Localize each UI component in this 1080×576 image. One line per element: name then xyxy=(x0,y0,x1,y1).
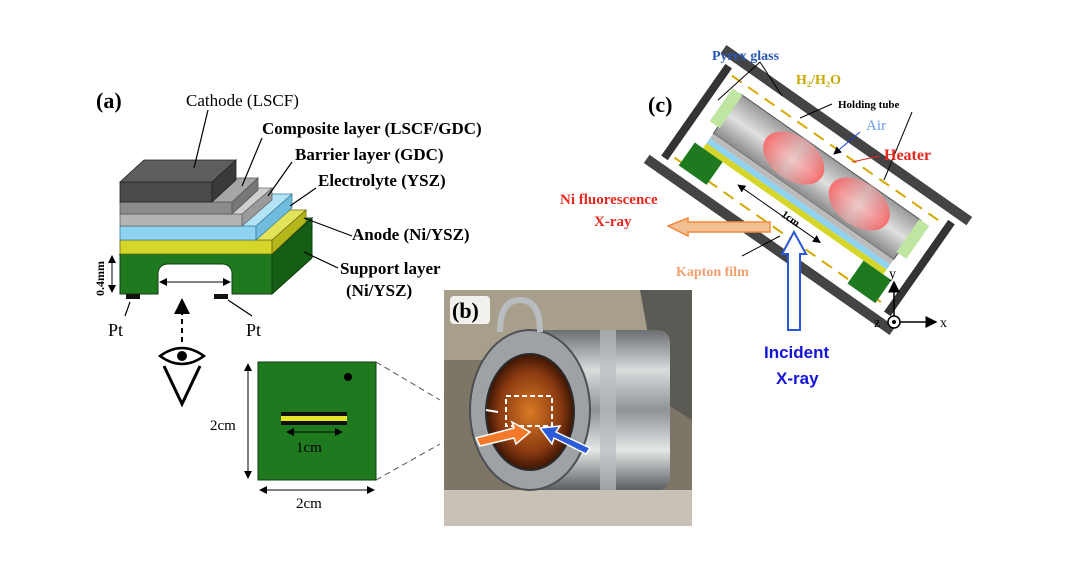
label-composite: Composite layer (LSCF/GDC) xyxy=(262,119,482,138)
heater-left xyxy=(763,131,825,185)
stripe-yellow xyxy=(281,416,347,421)
anode-layer xyxy=(119,239,273,255)
width-label: 2cm xyxy=(296,496,322,512)
zoom-line-bottom xyxy=(375,443,441,481)
cathode-layer xyxy=(119,181,213,203)
photo-table xyxy=(444,490,692,526)
panel-c-label: (c) xyxy=(648,92,672,117)
pyrex-label: Pyrex glass xyxy=(712,49,780,64)
support-layer xyxy=(119,253,273,295)
pt-right-label: Pt xyxy=(246,320,261,340)
leader-pyrex-2 xyxy=(759,61,783,97)
fluorescence-label-1: Ni fluorescence xyxy=(560,192,658,208)
barrier-layer xyxy=(119,213,243,227)
pt-electrode-right xyxy=(214,294,228,299)
leader-pt-right xyxy=(227,299,253,317)
leader-electrolyte xyxy=(289,187,317,207)
holding-tube-label: Holding tube xyxy=(838,99,900,111)
label-electrolyte: Electrolyte (YSZ) xyxy=(318,171,446,190)
leader-holding xyxy=(799,103,833,119)
seal-left xyxy=(709,88,743,129)
kapton-window xyxy=(485,353,575,471)
label-support-1: Support layer xyxy=(340,259,441,278)
pyrex-glass-right xyxy=(884,219,955,317)
leader-pt-left xyxy=(124,301,131,317)
heater-leader xyxy=(851,155,881,163)
axis-x-label: x xyxy=(940,316,947,331)
gap-label: 0.3mm xyxy=(170,266,205,280)
electrolyte-layer xyxy=(119,225,257,241)
pt-electrode-left xyxy=(126,294,140,299)
leader-composite xyxy=(241,137,263,187)
cathode-layer-top xyxy=(118,159,238,183)
zoom-line-top xyxy=(375,361,441,401)
stripe-black-1 xyxy=(281,412,347,416)
panel-c-leaders xyxy=(717,61,913,257)
label-anode: Anode (Ni/YSZ) xyxy=(352,225,470,244)
pyrex-glass-left xyxy=(661,63,732,161)
panel-c: (c) 1cm xyxy=(560,44,973,388)
axis-z-label: z xyxy=(874,316,880,331)
sample-box xyxy=(505,395,553,427)
air-leader xyxy=(833,131,861,155)
axis-y-label: y xyxy=(889,267,896,282)
kapton-label: Kapton film xyxy=(676,265,749,280)
stripe-black-2 xyxy=(281,421,347,425)
panel-b-label-bg xyxy=(450,296,490,324)
gas-label: H₂/H₂O xyxy=(796,73,841,88)
section-support-left xyxy=(678,142,723,185)
holder-wall-top xyxy=(720,44,973,226)
panel-b: (b) xyxy=(444,290,692,526)
panel-b-label: (b) xyxy=(452,298,479,323)
leader-pyrex-1 xyxy=(717,61,761,101)
label-support-2: (Ni/YSZ) xyxy=(346,281,412,300)
cell-cross-section xyxy=(643,44,973,336)
leader-barrier xyxy=(267,161,293,197)
photo-handle xyxy=(497,296,543,333)
top-view-marker xyxy=(344,373,352,381)
pt-left-label: Pt xyxy=(108,320,123,340)
leader-cathode xyxy=(193,109,209,169)
air-label: Air xyxy=(866,118,886,134)
eye-icon xyxy=(157,346,207,408)
leader-lines xyxy=(124,109,353,317)
stripe-width-label: 1cm xyxy=(296,440,322,456)
pointer-arrow-photo xyxy=(485,409,499,413)
axes-icon xyxy=(887,280,938,329)
heater-label: Heater xyxy=(884,147,931,164)
label-cathode: Cathode (LSCF) xyxy=(186,91,299,110)
fluorescence-arrow-photo xyxy=(474,420,532,447)
leader-holding-right xyxy=(883,111,913,181)
incident-label-2: X-ray xyxy=(776,369,819,388)
heater-right xyxy=(828,177,890,231)
incident-arrow-photo xyxy=(538,425,592,455)
incident-arrow xyxy=(780,229,808,331)
seal-right xyxy=(896,219,930,259)
panel-a-label: (a) xyxy=(96,88,122,113)
leader-support xyxy=(303,251,339,269)
fluorescence-arrow xyxy=(666,216,771,238)
height-label: 2cm xyxy=(210,418,236,434)
label-barrier: Barrier layer (GDC) xyxy=(295,145,444,164)
fluorescence-label-2: X-ray xyxy=(594,214,632,230)
housing-ring xyxy=(600,330,616,490)
cross-section-dimension xyxy=(737,184,821,244)
holder-wall-bottom xyxy=(643,154,896,336)
leader-kapton xyxy=(741,235,781,257)
composite-layer xyxy=(119,201,233,215)
panel-a: (a) xyxy=(93,88,482,512)
incident-label-1: Incident xyxy=(764,343,830,362)
leader-anode xyxy=(303,217,353,237)
cell-stack xyxy=(118,159,314,299)
section-support-right xyxy=(847,260,892,304)
thickness-label: 0.4mm xyxy=(93,261,107,296)
